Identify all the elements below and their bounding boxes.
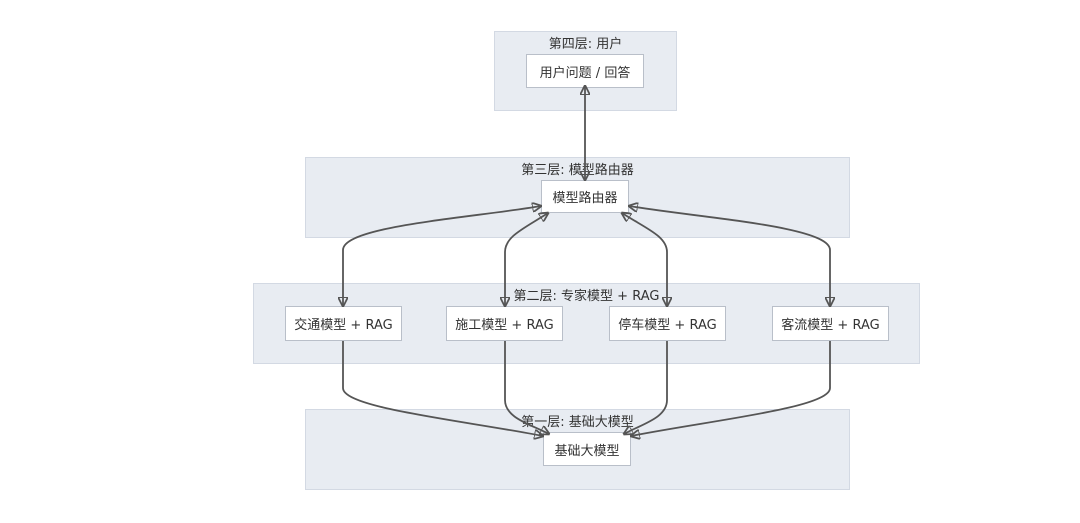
layer-router-title: 第三层: 模型路由器 — [521, 163, 634, 178]
node-model-router[interactable]: 模型路由器 — [541, 180, 629, 213]
layer-experts-title: 第二层: 专家模型 + RAG — [513, 289, 660, 304]
node-user-question-answer[interactable]: 用户问题 / 回答 — [526, 54, 644, 88]
layer-base-model-title: 第一层: 基础大模型 — [521, 415, 634, 430]
node-base-model[interactable]: 基础大模型 — [543, 432, 631, 466]
node-construction-model[interactable]: 施工模型 + RAG — [446, 306, 563, 341]
node-passenger-flow-model[interactable]: 客流模型 + RAG — [772, 306, 889, 341]
node-traffic-model[interactable]: 交通模型 + RAG — [285, 306, 402, 341]
layer-user-title: 第四层: 用户 — [548, 37, 623, 52]
node-parking-model[interactable]: 停车模型 + RAG — [609, 306, 726, 341]
